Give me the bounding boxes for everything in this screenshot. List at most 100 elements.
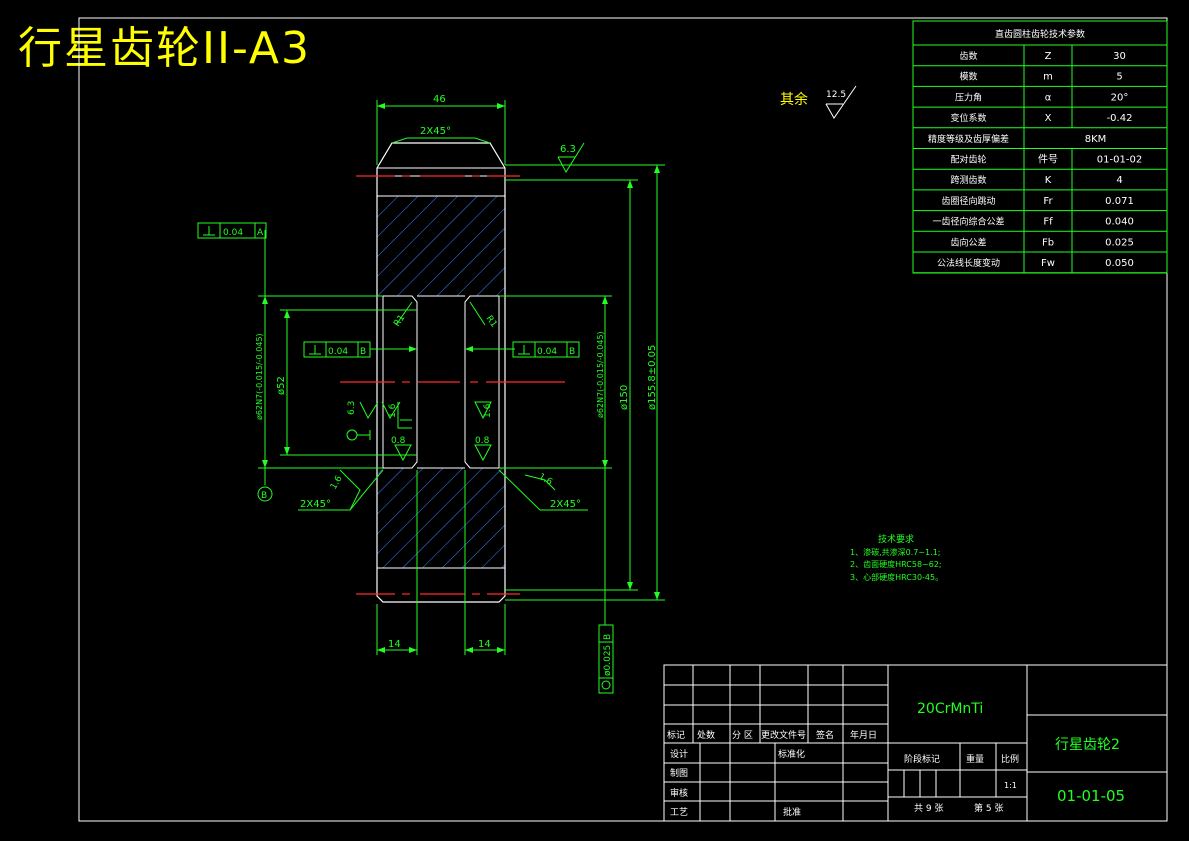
dim-rough-16b: 1.6 [483, 403, 493, 418]
hatch-bottom [377, 468, 505, 568]
param-name: 齿圈径向跳动 [941, 195, 995, 207]
param-value: 4 [1116, 175, 1122, 186]
tb-part-code: 01-01-05 [1057, 787, 1125, 805]
tb-zhongliang: 重量 [966, 753, 984, 765]
dim-chamfer-right: 2X45° [550, 499, 581, 510]
rest-roughness-symbol [825, 85, 857, 119]
fcf-b-left-datum: B [360, 347, 366, 357]
dim-chamfer-left: 2X45° [300, 499, 331, 510]
param-value: 8KM [1085, 134, 1107, 145]
tech-requirements: 技术要求 1、渗碳,共渗深0.7~1.1; 2、齿面硬度HRC58~62; 3、… [850, 533, 943, 582]
fcf-runout-datum: B [603, 634, 613, 640]
tb-gong: 共 9 张 [914, 803, 943, 814]
tb-part-name: 行星齿轮2 [1055, 737, 1120, 753]
fcf-b-right-value: 0.04 [537, 347, 557, 357]
drawing-frame [78, 17, 1168, 822]
param-value: 0.040 [1105, 217, 1134, 228]
dim-rough-top: 6.3 [560, 144, 576, 155]
tb-h-biaoji: 标记 [667, 729, 685, 741]
param-name: 跨测齿数 [950, 174, 986, 186]
tech-line-3: 3、心部硬度HRC30-45。 [850, 572, 943, 582]
tech-line-1: 1、渗碳,共渗深0.7~1.1; [850, 547, 940, 557]
dim-rough-63: 6.3 [347, 401, 357, 415]
tb-h-wenjian: 更改文件号 [761, 729, 806, 741]
dim-w14-right: 14 [478, 639, 491, 650]
dim-rough-08a: 0.8 [391, 436, 406, 446]
tb-r-zhitu: 制图 [670, 767, 688, 779]
param-name: 变位系数 [950, 112, 986, 124]
param-value: 0.071 [1105, 196, 1134, 207]
param-name: 齿向公差 [950, 236, 986, 248]
param-symbol: Fr [1043, 196, 1053, 207]
param-value: -0.42 [1107, 113, 1133, 124]
dim-d52: ø52 [276, 376, 287, 395]
param-value: 20° [1111, 92, 1129, 103]
dimensions [258, 100, 665, 655]
param-symbol: α [1045, 92, 1052, 103]
param-name: 一齿径向综合公差 [932, 216, 1004, 228]
param-symbol: m [1043, 72, 1053, 83]
tb-bili-val: 1:1 [1004, 781, 1017, 790]
parameter-table: 直齿圆柱齿轮技术参数 齿数 Z 30 模数 m 5 压力角 α 20° 变位系数 X -0.42 精度等… [912, 20, 1168, 274]
dim-rough-16d: 1.6 [537, 472, 555, 488]
rest-roughness-label: 其余 [780, 91, 808, 108]
dim-rough-08b: 0.8 [475, 436, 490, 446]
param-name: 压力角 [955, 91, 982, 103]
parameter-table-title: 直齿圆柱齿轮技术参数 [995, 28, 1085, 40]
tech-title: 技术要求 [878, 533, 914, 545]
param-name: 齿数 [959, 50, 977, 62]
param-symbol: Z [1045, 51, 1052, 62]
tb-r-sheji: 设计 [670, 748, 688, 760]
param-name: 精度等级及齿厚偏差 [928, 133, 1009, 145]
param-value: 5 [1116, 72, 1122, 83]
param-symbol: Fw [1041, 258, 1055, 269]
tb-r-shenhe: 审核 [670, 787, 688, 799]
rest-roughness-value: 12.5 [826, 90, 846, 100]
param-value: 30 [1113, 51, 1126, 62]
param-name: 配对齿轮 [950, 154, 986, 166]
param-symbol: K [1045, 175, 1052, 186]
tb-di: 第 5 张 [974, 802, 1003, 814]
datum-b-marker: B [257, 486, 273, 502]
dim-d62-left: ø62N7(-0.015/-0.045) [255, 333, 264, 420]
param-symbol: Fb [1042, 237, 1054, 248]
fcf-b-right-datum: B [569, 347, 575, 357]
param-value: 01-01-02 [1097, 155, 1142, 166]
dim-rough-16a: 1.6 [388, 403, 398, 418]
tb-material: 20CrMnTi [917, 701, 983, 717]
title-block [663, 664, 1168, 822]
fcf-a-datum: A [257, 228, 264, 238]
param-symbol: Ff [1043, 217, 1053, 228]
dim-d155: ø155.8±0.05 [647, 345, 658, 410]
dim-width-46: 46 [433, 94, 446, 105]
drawing-title: 行星齿轮II-A3 [18, 23, 311, 74]
tb-r-pizhun: 批准 [783, 806, 801, 818]
dim-d62-right: ø62N7(-0.015/-0.045) [596, 331, 605, 418]
fcf-perp-a: 0.04 A [197, 222, 267, 239]
param-symbol: X [1045, 113, 1052, 124]
tb-bili: 比例 [1001, 753, 1019, 765]
arrowheads [262, 103, 660, 653]
param-name: 模数 [959, 71, 977, 83]
param-name: 公法线长度变动 [937, 257, 1000, 269]
tb-h-qianming: 签名 [816, 729, 834, 741]
dim-d150: ø150 [619, 385, 630, 410]
fcf-runout-value: ø0.025 [603, 645, 613, 676]
param-value: 0.050 [1105, 258, 1134, 269]
hatch-top [377, 196, 505, 296]
dim-rough-16c: 1.6 [329, 474, 345, 492]
fcf-b-left-value: 0.04 [328, 347, 348, 357]
tech-line-2: 2、齿面硬度HRC58~62; [850, 559, 942, 569]
fcf-perp-b-left: 0.04 B [303, 341, 371, 358]
fcf-a-value: 0.04 [223, 228, 243, 238]
tb-h-chushu: 处数 [697, 729, 715, 741]
dim-w14-left: 14 [388, 639, 401, 650]
param-symbol: 件号 [1038, 154, 1058, 166]
tb-h-fenqu: 分 区 [732, 730, 753, 741]
tb-r-gongyi: 工艺 [670, 807, 688, 818]
tb-jieduan: 阶段标记 [904, 753, 940, 765]
tb-r-biaozhun: 标准化 [778, 748, 805, 760]
param-value: 0.025 [1105, 237, 1134, 248]
gear-section-view [340, 142, 565, 603]
